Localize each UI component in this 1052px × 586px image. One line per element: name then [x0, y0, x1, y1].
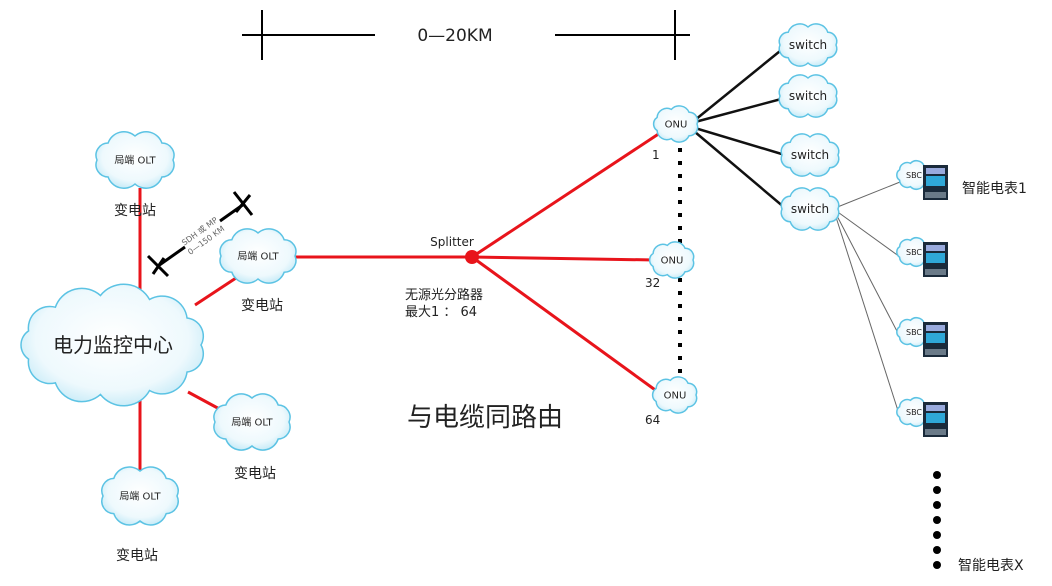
backbone-scale-label: SDH 或 MP 0—150 KM — [180, 215, 227, 257]
olt-cloud-label: 局端 OLT — [114, 154, 156, 167]
cloud-shape — [778, 74, 838, 118]
switch-cloud: switch — [778, 74, 838, 118]
substation-label: 变电站 — [234, 466, 276, 482]
olt-cloud-label: 局端 OLT — [231, 416, 273, 429]
sbc-cloud-label: SBC — [906, 248, 922, 257]
ellipsis-dot — [933, 516, 941, 524]
substation-label: 变电站 — [116, 548, 158, 564]
cloud-shape — [213, 393, 291, 451]
splitter-label: Splitter — [430, 235, 474, 249]
ellipsis-dot — [933, 546, 941, 554]
onu-cloud: ONU — [651, 376, 698, 414]
meter-label-first: 智能电表1 — [962, 181, 1027, 197]
control-center-cloud: 电力监控中心 — [20, 283, 205, 407]
smart-meter-icon — [923, 402, 948, 437]
cloud-shape — [648, 241, 695, 279]
backbone-scale — [146, 191, 254, 278]
distance-scale — [242, 10, 690, 60]
olt-cloud: 局端 OLT — [101, 466, 179, 526]
switch-cloud: switch — [778, 23, 838, 67]
onu-cloud: ONU — [648, 241, 695, 279]
switch-cloud-label: switch — [791, 202, 829, 216]
substation-label: 变电站 — [114, 203, 156, 219]
onu-number: 32 — [645, 276, 660, 290]
switch-cloud-label: switch — [789, 89, 827, 103]
sbc-cloud-label: SBC — [906, 328, 922, 337]
smart-meter-icon — [923, 165, 948, 200]
olt-cloud: 局端 OLT — [95, 131, 175, 189]
splitter-ratio: 最大1 ： 64 — [405, 305, 477, 320]
olt-cloud-label: 局端 OLT — [237, 250, 279, 263]
cloud-shape — [95, 131, 175, 189]
sbc-cloud-label: SBC — [906, 171, 922, 180]
substation-label: 变电站 — [241, 298, 283, 314]
onu-cloud-label: ONU — [664, 391, 687, 402]
ellipsis-dot — [933, 501, 941, 509]
ellipsis-dot — [933, 561, 941, 569]
cloud-shape — [20, 283, 205, 407]
smart-meter-icon — [923, 322, 948, 357]
meter-label-last: 智能电表X — [958, 558, 1024, 574]
olt-cloud: 局端 OLT — [213, 393, 291, 451]
switch-cloud-label: switch — [789, 38, 827, 52]
fiber-links — [138, 131, 661, 472]
cloud-shape — [651, 376, 698, 414]
distance-scale-label: 0—20KM — [417, 26, 492, 46]
onu-cloud-label: ONU — [661, 256, 684, 267]
onu-number: 1 — [652, 148, 660, 162]
ellipsis-dot — [933, 531, 941, 539]
cloud-shape — [778, 23, 838, 67]
smart-meter-icon — [923, 242, 948, 277]
ellipsis-dot — [933, 486, 941, 494]
cloud-shape — [652, 105, 699, 143]
olt-cloud: 局端 OLT — [219, 228, 297, 284]
copper-links — [694, 46, 786, 209]
switch-cloud: switch — [780, 133, 840, 177]
onu-cloud: ONU — [652, 105, 699, 143]
splitter-node — [465, 250, 479, 264]
cloud-shape — [780, 133, 840, 177]
switch-cloud: switch — [780, 187, 840, 231]
meter-ellipsis — [933, 471, 941, 569]
route-note: 与电缆同路由 — [407, 403, 563, 433]
splitter-desc: 无源光分路器 — [405, 287, 483, 303]
control-center-cloud-label: 电力监控中心 — [53, 333, 173, 357]
cloud-shape — [780, 187, 840, 231]
ellipsis-dot — [933, 471, 941, 479]
cloud-shape — [101, 466, 179, 526]
switch-cloud-label: switch — [791, 148, 829, 162]
sbc-cloud-label: SBC — [906, 408, 922, 417]
olt-cloud-label: 局端 OLT — [119, 490, 161, 503]
cloud-shape — [219, 228, 297, 284]
onu-cloud-label: ONU — [665, 120, 688, 131]
onu-number: 64 — [645, 413, 660, 427]
meter-links — [834, 181, 901, 418]
